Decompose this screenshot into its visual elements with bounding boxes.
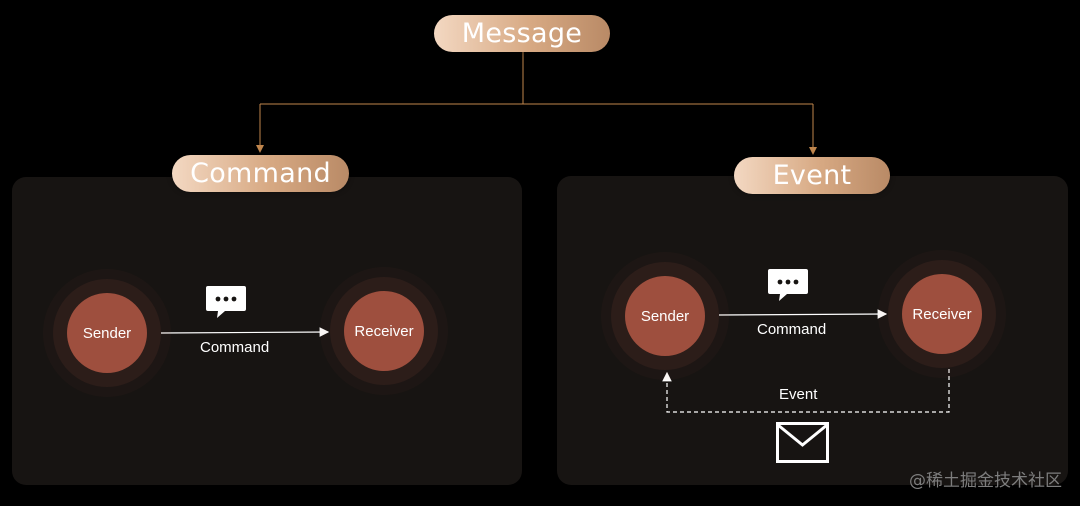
command-receiver-node: Receiver: [344, 291, 424, 371]
event-receiver-node: Receiver: [902, 274, 982, 354]
chat-bubble-icon: [768, 269, 808, 301]
event-sender-node: Sender: [625, 276, 705, 356]
right-event-return-arrow: [662, 369, 950, 413]
command-pill: Command: [172, 155, 349, 192]
message-pill: Message: [434, 15, 610, 52]
mail-envelope-icon: [776, 422, 829, 463]
left-command-arrow: [160, 327, 330, 337]
chat-bubble-icon: [206, 286, 246, 318]
right-command-arrow: [718, 309, 888, 319]
event-panel-command-edge-label: Command: [757, 321, 827, 338]
event-edge-label: Event: [779, 386, 818, 403]
event-pill: Event: [734, 157, 890, 194]
command-sender-node: Sender: [67, 293, 147, 373]
command-edge-label: Command: [200, 339, 270, 356]
watermark: @稀土掘金技术社区: [909, 471, 1062, 491]
